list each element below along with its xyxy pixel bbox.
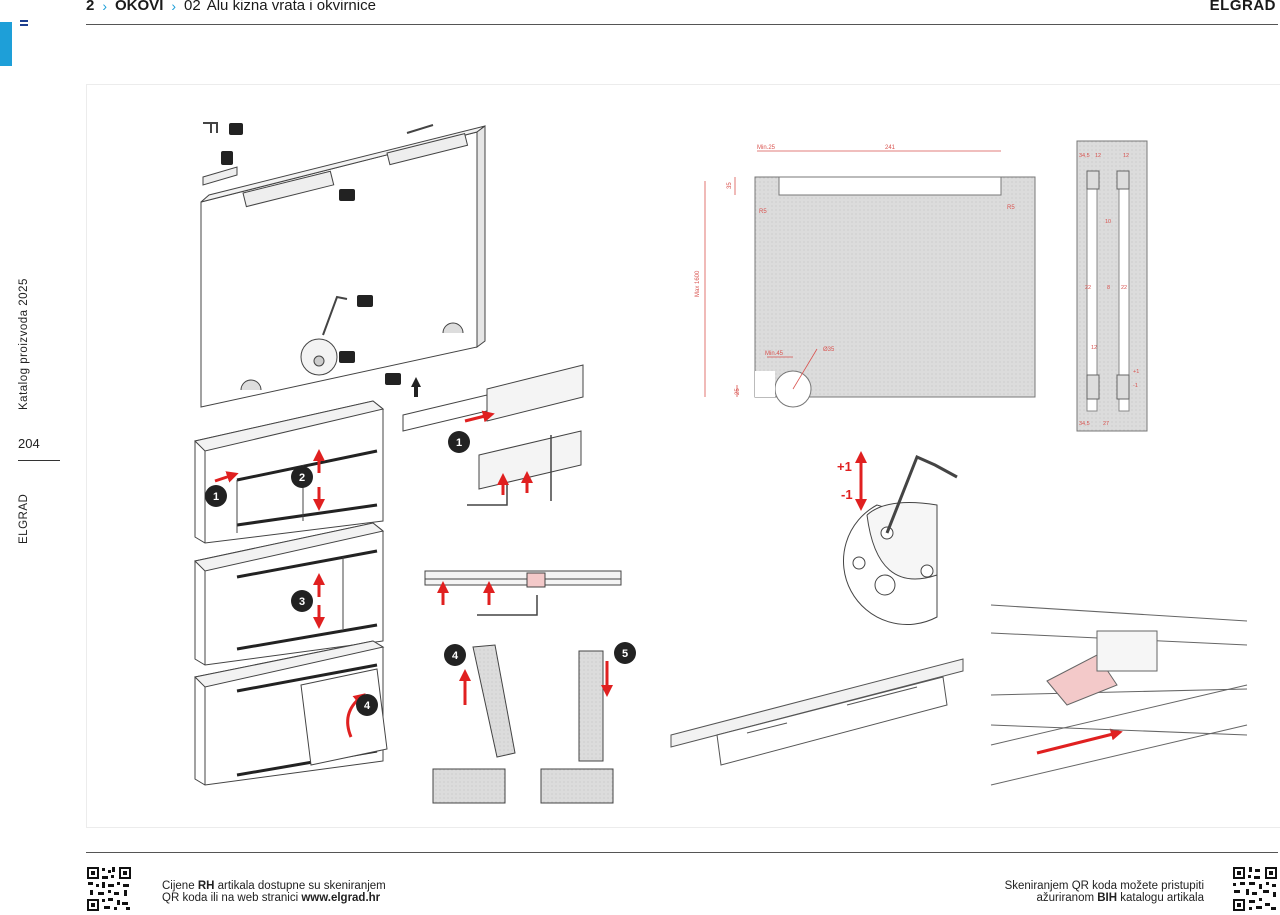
adjust-plus-label: +1 [837, 459, 852, 474]
dim-min-25: Min.25 [757, 145, 776, 151]
insert-step-5-label: 5 [622, 648, 628, 660]
sec-d12: 12 [1091, 345, 1097, 351]
footer-right-line1: Skeniranjem QR koda možete pristupiti [1004, 880, 1204, 892]
rail-section-adjust [424, 570, 622, 616]
sec-top-right: 12 [1123, 153, 1129, 159]
sec-bottom-mid: 27 [1103, 421, 1109, 427]
flag-icon [20, 20, 28, 26]
dim-d35: Ø35 [823, 347, 835, 353]
cabinet-step-3 [193, 522, 385, 666]
step-2-label: 2 [299, 472, 305, 484]
installation-figure: 1 2 3 4 1 4 5 [86, 84, 1280, 828]
section-title: Alu kizna vrata i okvirnice [206, 0, 376, 14]
qr-code-rh[interactable] [86, 866, 132, 912]
sidebar-brand: ELGRAD [18, 493, 30, 544]
sidebar-accent-bar [0, 22, 12, 66]
footer-right-text: Skeniranjem QR koda možete pristupiti až… [1005, 880, 1204, 904]
footer-right-line2-pre: ažuriranom [1036, 892, 1098, 904]
dim-h35: 35 [727, 182, 733, 189]
roller-closeup [990, 604, 1248, 786]
chevron-right-icon: › [102, 0, 108, 14]
footer-right-line2-post: katalogu artikala [1117, 892, 1204, 904]
footer-left-line1-post: artikala dostupne su skeniranjem [214, 880, 386, 892]
step-1-label: 1 [213, 491, 219, 503]
dim-241: 241 [885, 145, 896, 151]
header-divider [86, 24, 1278, 25]
footer-left-line1-bold: RH [197, 880, 215, 892]
adjust-minus-label: -1 [841, 487, 853, 502]
breadcrumb: 2 › OKOVI › 02 Alu kizna vrata i okvirni… [86, 0, 376, 14]
sec-inner-10: 10 [1105, 219, 1111, 225]
insert-step-4-label: 4 [452, 650, 459, 662]
website-link[interactable]: www.elgrad.hr [301, 892, 381, 904]
door-insert-steps [432, 644, 614, 804]
chevron-right-icon: › [171, 0, 177, 14]
dim-r5-left: R5 [759, 209, 767, 215]
chapter-title[interactable]: OKOVI [115, 0, 164, 14]
sec-plus-one: +1 [1133, 369, 1139, 375]
sec-row-22-left: 22 [1085, 285, 1091, 291]
cross-section-drawing: 34,5 12 12 10 22 8 22 12 34,5 27 +1 -1 [1076, 140, 1148, 432]
sec-row-22-right: 22 [1121, 285, 1127, 291]
sec-top-mid: 12 [1095, 153, 1101, 159]
chapter-number[interactable]: 2 [86, 0, 95, 14]
footer-right-line2-bold: BIH [1097, 892, 1118, 904]
sec-row-8: 8 [1107, 285, 1110, 291]
step-4-label: 4 [364, 700, 371, 712]
sidebar-divider [18, 460, 60, 461]
step-3-label: 3 [299, 596, 305, 608]
section-number: 02 [184, 0, 201, 14]
catalog-label: Katalog proizvoda 2025 [18, 278, 30, 410]
rail-detail-1 [402, 364, 584, 506]
dim-min-45: Min.45 [765, 351, 784, 357]
footer-left-line2-pre: QR koda ili na web stranici [162, 892, 302, 904]
footer-divider [86, 852, 1278, 853]
dim-max-1600: Max 1600 [695, 270, 701, 297]
dim-r5-right: R5 [1007, 205, 1015, 211]
cabinet-step-1-2 [194, 400, 385, 544]
sec-minus-one: -1 [1133, 383, 1138, 389]
fitting-callouts [221, 123, 421, 397]
page-number: 204 [18, 436, 40, 451]
dim-h25: 25 [735, 388, 741, 395]
door-panel-illustration [200, 122, 486, 408]
footer-left-line1-pre: Cijene [162, 880, 198, 892]
rail-step-1-label: 1 [456, 437, 462, 449]
header-brand: ELGRAD [1209, 0, 1276, 14]
qr-code-bih[interactable] [1232, 866, 1278, 912]
cabinet-step-4 [193, 640, 388, 786]
door-dimension-drawing: Min.25 241 R5 R5 Max 1600 Min.45 Ø35 35 … [695, 145, 1036, 408]
sec-top-left: 34,5 [1079, 153, 1090, 159]
height-adjust-bracket: +1 -1 [837, 454, 958, 626]
step-badges: 1 2 3 4 1 4 5 [205, 431, 636, 716]
installation-drawing: 1 2 3 4 1 4 5 [193, 122, 1248, 804]
footer-left-text: Cijene RH artikala dostupne su skeniranj… [162, 880, 386, 904]
track-perspective [670, 658, 964, 766]
sec-bottom-left: 34,5 [1079, 421, 1090, 427]
